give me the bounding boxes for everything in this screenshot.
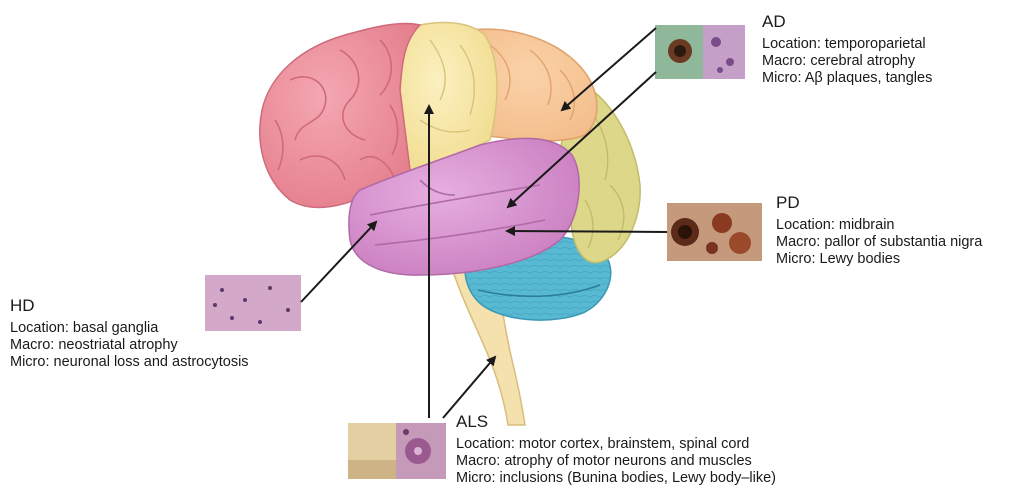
ad-location: Location: temporoparietal (762, 36, 932, 53)
als-histology-image (348, 423, 446, 479)
pd-histology-image (667, 203, 762, 261)
pd-location: Location: midbrain (776, 217, 982, 234)
ad-histology-image (655, 25, 745, 79)
als-macro: Macro: atrophy of motor neurons and musc… (456, 453, 776, 470)
hd-macro: Macro: neostriatal atrophy (10, 337, 249, 354)
als-location: Location: motor cortex, brainstem, spina… (456, 436, 776, 453)
hd-location: Location: basal ganglia (10, 320, 249, 337)
pd-micro: Micro: Lewy bodies (776, 251, 982, 268)
pd-arrow-to-midbrain (507, 231, 667, 232)
als-micro: Micro: inclusions (Bunina bodies, Lewy b… (456, 470, 776, 487)
hd-title: HD (10, 296, 249, 316)
hd-micro: Micro: neuronal loss and astrocytosis (10, 354, 249, 371)
als-label-block: ALS Location: motor cortex, brainstem, s… (456, 412, 776, 487)
ad-micro: Micro: Aβ plaques, tangles (762, 70, 932, 87)
als-arrow-to-spinal-cord (443, 357, 495, 418)
pd-label-block: PD Location: midbrain Macro: pallor of s… (776, 193, 982, 268)
ad-label-block: AD Location: temporoparietal Macro: cere… (762, 12, 932, 87)
ad-title: AD (762, 12, 932, 32)
pd-title: PD (776, 193, 982, 213)
als-title: ALS (456, 412, 776, 432)
ad-macro: Macro: cerebral atrophy (762, 53, 932, 70)
pd-macro: Macro: pallor of substantia nigra (776, 234, 982, 251)
hd-label-block: HD Location: basal ganglia Macro: neostr… (10, 296, 249, 371)
